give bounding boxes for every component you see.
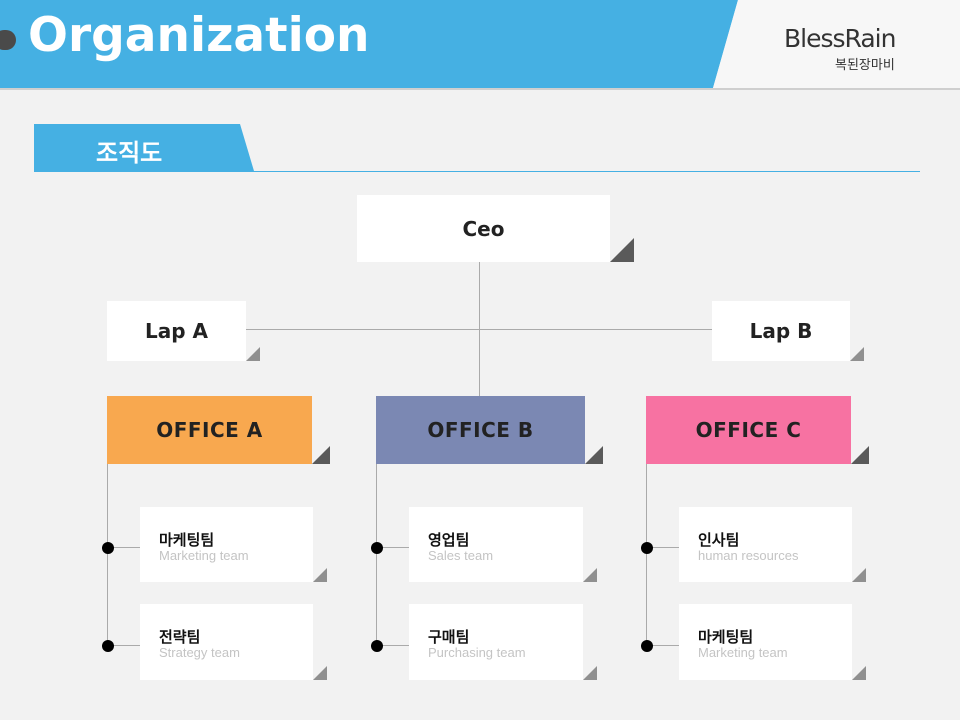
lap-b-shadow-corner [850,347,864,361]
office-a-team-1-dot [102,542,114,554]
office-c-team-2-shadow-corner [852,666,866,680]
office-b-branch-line [376,464,377,646]
brand-logo-text: BlessRain [784,24,896,53]
office-a-team-1-name: 마케팅팀 [159,531,215,549]
office-b-team-2-name: 구매팀 [428,628,470,646]
header-band [0,0,960,90]
office-c-label: OFFICE C [695,418,802,442]
office-c-team-1-card: 인사팀 human resources [679,507,852,582]
office-b-shadow-corner [585,446,603,464]
office-c-team-1-english: human resources [698,548,799,563]
office-b-team-2-english: Purchasing team [428,645,526,660]
office-b-team-2-shadow-corner [583,666,597,680]
office-b-team-2-card: 구매팀 Purchasing team [409,604,583,680]
office-b-team-1-line [376,547,409,548]
office-c-box: OFFICE C [646,396,851,464]
office-a-box: OFFICE A [107,396,312,464]
office-a-team-2-english: Strategy team [159,645,240,660]
office-c-shadow-corner [851,446,869,464]
lap-a-label: Lap A [145,319,208,343]
ceo-box-shadow-corner [610,238,634,262]
office-c-team-2-line [646,645,679,646]
office-a-team-1-shadow-corner [313,568,327,582]
title-bullet-icon [0,30,16,50]
office-a-shadow-corner [312,446,330,464]
office-c-branch-line [646,464,647,646]
office-a-team-2-dot [102,640,114,652]
office-c-team-2-dot [641,640,653,652]
office-b-team-1-card: 영업팀 Sales team [409,507,583,582]
section-label-text: 조직도 [96,139,163,167]
office-b-team-2-line [376,645,409,646]
office-a-team-2-name: 전략팀 [159,628,201,646]
office-c-team-1-line [646,547,679,548]
lap-a-shadow-corner [246,347,260,361]
office-b-box: OFFICE B [376,396,585,464]
office-b-team-1-shadow-corner [583,568,597,582]
lap-b-box: Lap B [712,301,850,361]
office-c-team-1-dot [641,542,653,554]
office-a-team-1-english: Marketing team [159,548,249,563]
office-a-team-1-line [107,547,140,548]
office-a-team-2-line [107,645,140,646]
ceo-label: Ceo [462,216,505,241]
section-label-tab [34,124,254,171]
page-title: Organization [28,8,370,63]
office-a-branch-line [107,464,108,646]
brand-logo-subtitle: 복된장마비 [835,58,895,73]
office-b-team-1-name: 영업팀 [428,531,470,549]
office-b-team-1-english: Sales team [428,548,494,563]
office-a-team-1-card: 마케팅팀 Marketing team [140,507,313,582]
section-divider [34,171,920,172]
office-a-team-2-card: 전략팀 Strategy team [140,604,313,680]
office-c-team-2-name: 마케팅팀 [698,628,754,646]
lap-b-label: Lap B [749,319,813,343]
office-b-label: OFFICE B [427,418,534,442]
lap-a-box: Lap A [107,301,246,361]
lap-connector-line [246,329,712,330]
office-b-team-2-dot [371,640,383,652]
ceo-box: Ceo [357,195,610,262]
office-c-team-2-english: Marketing team [698,645,788,660]
office-b-team-1-dot [371,542,383,554]
office-a-team-2-shadow-corner [313,666,327,680]
office-a-label: OFFICE A [156,418,263,442]
office-c-team-2-card: 마케팅팀 Marketing team [679,604,852,680]
office-c-team-1-shadow-corner [852,568,866,582]
office-c-team-1-name: 인사팀 [698,531,740,549]
